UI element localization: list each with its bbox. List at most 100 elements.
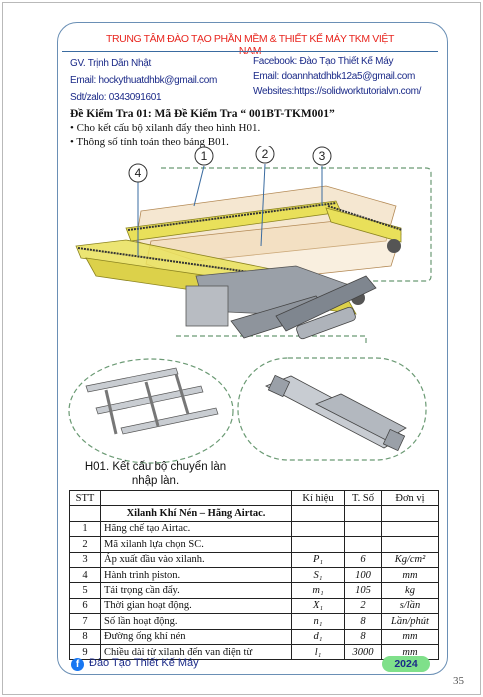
row-symbol [291, 536, 345, 553]
row-description: Áp xuất đầu vào xilanh. [100, 551, 292, 568]
footer-label: Đào Tạo Thiết Kế Máy [89, 657, 199, 669]
header-value: T. Số [344, 489, 382, 507]
callout-3: 3 [312, 146, 332, 206]
table-row: 4 Hành trình piston. S₁ 100 mm [69, 566, 439, 584]
row-symbol: m₁ [291, 582, 345, 599]
group-blank [69, 505, 101, 522]
row-value: 3000 [344, 643, 382, 661]
row-stt: 3 [69, 551, 101, 568]
pneumatic-cylinder [296, 306, 356, 340]
callout-1: 1 [193, 146, 214, 207]
callout-2: 2 [255, 146, 275, 247]
header-unit: Đơn vị [381, 489, 439, 507]
table-row: 3 Áp xuất đầu vào xilanh. P₁ 6 Kg/cm² [69, 551, 439, 568]
callout-3-label: 3 [319, 149, 326, 163]
row-value: 2 [344, 597, 382, 615]
row-value [344, 520, 382, 538]
row-description: Mã xilanh lựa chọn SC. [100, 536, 292, 553]
caption-line-1: H01. Kết cấu bộ chuyển làn [84, 461, 227, 473]
contact-email: Email: doannhatdhbk12a5@gmail.com [253, 71, 416, 82]
row-stt: 4 [69, 566, 101, 584]
row-unit: Lần/phút [381, 613, 439, 630]
rail-frame-detail [85, 367, 219, 435]
callout-2-label: 2 [262, 147, 269, 161]
zoom-outline-left [68, 358, 234, 464]
teacher-email: Email: hockythuatdhbk@gmail.com [70, 75, 218, 86]
row-symbol [291, 520, 345, 538]
row-description: Số lần hoạt động. [100, 613, 292, 630]
table-row: 7 Số lần hoạt động. n₁ 8 Lần/phút [69, 613, 439, 630]
table-group-row: Xilanh Khí Nén – Hãng Airtac. [69, 505, 439, 522]
row-stt: 8 [69, 628, 101, 645]
row-description: Tải trọng cần đẩy. [100, 582, 292, 599]
website-link: Websites:https://solidworktutorialvn.com… [253, 86, 422, 97]
chain-front [77, 247, 357, 288]
row-symbol: d₁ [291, 628, 345, 645]
caption-line-2: nhập làn. [131, 475, 180, 487]
dashed-connector [176, 335, 367, 346]
callout-4-label: 4 [135, 166, 142, 180]
dashed-outline-frame [161, 167, 432, 282]
row-value [344, 536, 382, 553]
header-stt: STT [69, 489, 101, 507]
year-badge: 2024 [382, 656, 430, 672]
cylinder-detail [265, 374, 407, 452]
table-row: 2 Mã xilanh lựa chọn SC. [69, 536, 439, 553]
table-row: 5 Tải trọng cần đẩy. m₁ 105 kg [69, 582, 439, 599]
row-unit: mm [381, 628, 439, 645]
exam-title: Đề Kiểm Tra 01: Mã Đề Kiểm Tra “ 001BT-T… [70, 108, 335, 120]
row-stt: 5 [69, 582, 101, 599]
chain-right [327, 205, 403, 231]
facebook-icon: f [71, 658, 84, 671]
bullet-parameters: • Thông số tính toán theo bảng B01. [70, 136, 229, 148]
row-symbol: S₁ [291, 566, 345, 584]
row-unit [381, 520, 439, 538]
row-unit [381, 536, 439, 553]
row-stt: 2 [69, 536, 101, 553]
group-blank [291, 505, 345, 522]
center-title: TRUNG TÂM ĐÀO TẠO PHẦN MỀM & THIẾT KẾ MÁ… [105, 33, 395, 57]
header-description [100, 489, 292, 507]
table-row: 6 Thời gian hoạt động. X₁ 2 s/lần [69, 597, 439, 615]
group-title: Xilanh Khí Nén – Hãng Airtac. [100, 505, 292, 522]
header-divider [62, 51, 438, 52]
motor-block [185, 285, 229, 327]
row-description: Thời gian hoạt động. [100, 597, 292, 615]
zoom-outline-right [237, 357, 427, 461]
bullet-structure: • Cho kết cấu bộ xilanh đẩy theo hình H0… [70, 122, 261, 134]
page-number: 35 [453, 675, 464, 687]
row-stt: 6 [69, 597, 101, 615]
row-value: 8 [344, 628, 382, 645]
teacher-name: GV. Trịnh Dãn Nhật [70, 58, 151, 69]
lift-arm-2 [275, 275, 377, 332]
row-unit: Kg/cm² [381, 551, 439, 568]
row-stt: 7 [69, 613, 101, 630]
row-value: 8 [344, 613, 382, 630]
row-unit: kg [381, 582, 439, 599]
facebook-page: Facebook: Đào Tạo Thiết Kế Máy [253, 56, 394, 67]
teacher-phone: Sdt/zalo: 0343091601 [70, 92, 162, 103]
callout-4: 4 [128, 163, 148, 256]
group-blank [381, 505, 439, 522]
row-unit: mm [381, 566, 439, 584]
row-description: Hãng chế tạo Airtac. [100, 520, 292, 538]
row-description: Hành trình piston. [100, 566, 292, 584]
table-row: 9 Chiều dài từ xilanh đến van điện từ l₁… [69, 643, 439, 661]
row-stt: 1 [69, 520, 101, 538]
conveyor-rail-right [325, 207, 402, 243]
sprocket-right [387, 239, 401, 253]
figure-caption: H01. Kết cấu bộ chuyển làn nhập làn. [78, 460, 233, 488]
row-symbol: n₁ [291, 613, 345, 630]
row-value: 105 [344, 582, 382, 599]
row-value: 100 [344, 566, 382, 584]
row-symbol: l₁ [291, 643, 345, 661]
row-symbol: P₁ [291, 551, 345, 568]
mechanism-figure: 1 2 3 4 [68, 146, 432, 464]
row-value: 6 [344, 551, 382, 568]
header-symbol: Kí hiệu [291, 489, 345, 507]
row-description: Đường ống khí nén [100, 628, 292, 645]
row-symbol: X₁ [291, 597, 345, 615]
group-blank [344, 505, 382, 522]
table-row: 8 Đường ống khí nén d₁ 8 mm [69, 628, 439, 645]
chain-back [127, 202, 337, 231]
